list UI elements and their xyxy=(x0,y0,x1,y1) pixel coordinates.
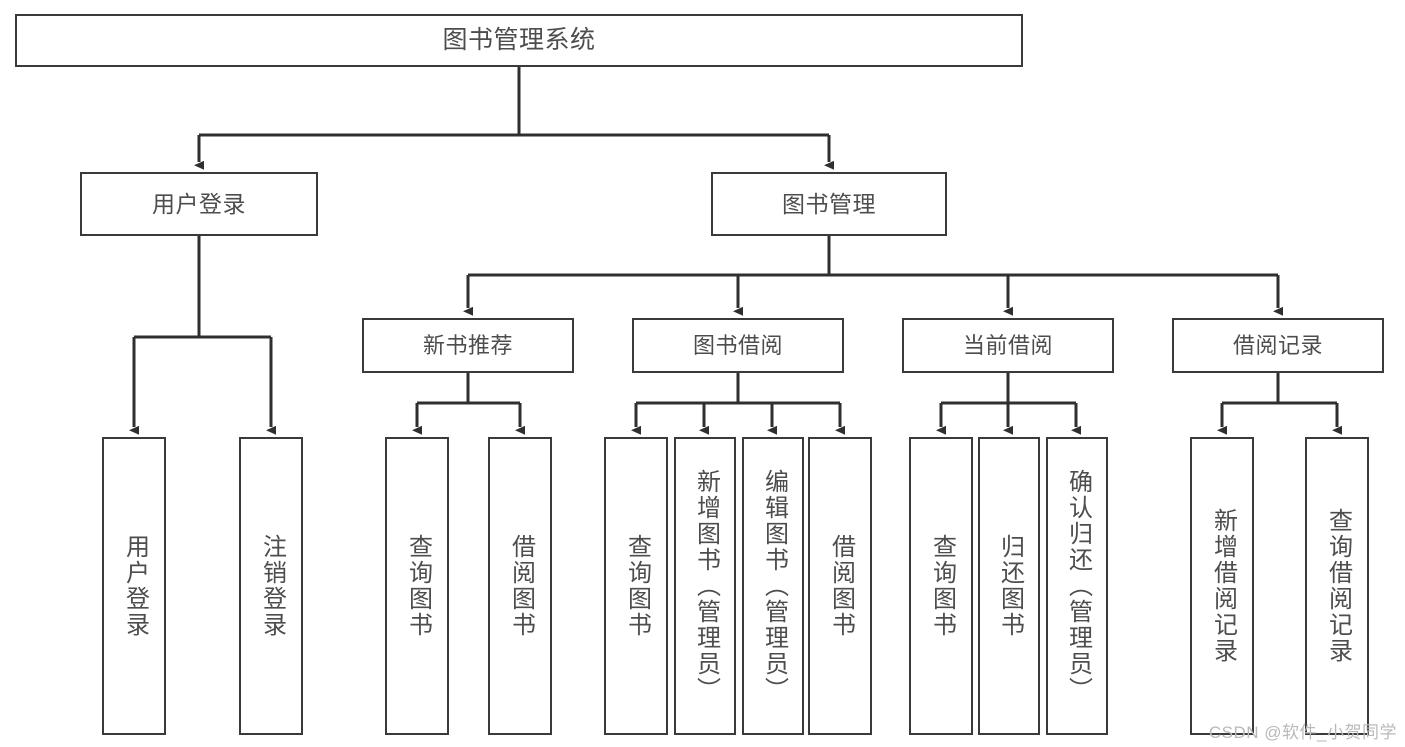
leaf-current-borrow-query[interactable]: 查询图书 xyxy=(909,437,973,735)
node-label: 查询图书 xyxy=(928,534,956,638)
leaf-book-borrow-add[interactable]: 新增图书（管理员） xyxy=(674,437,736,735)
node-label: 新书推荐 xyxy=(422,332,513,358)
node-label: 借阅图书 xyxy=(827,534,855,638)
leaf-new-book-borrow[interactable]: 借阅图书 xyxy=(488,437,552,735)
node-label: 借阅图书 xyxy=(507,534,535,638)
leaf-borrow-record-query[interactable]: 查询借阅记录 xyxy=(1305,437,1369,735)
node-label: 新增图书（管理员） xyxy=(692,469,720,703)
node-label: 当前借阅 xyxy=(962,332,1053,358)
node-label: 编辑图书（管理员） xyxy=(760,469,788,703)
node-label: 用户登录 xyxy=(121,534,149,638)
node-label: 图书管理系统 xyxy=(442,26,596,54)
leaf-book-borrow-edit[interactable]: 编辑图书（管理员） xyxy=(742,437,804,735)
leaf-book-borrow-query[interactable]: 查询图书 xyxy=(604,437,668,735)
leaf-user-login-logout[interactable]: 注销登录 xyxy=(239,437,303,735)
node-borrow-record[interactable]: 借阅记录 xyxy=(1172,318,1384,373)
node-book-borrow[interactable]: 图书借阅 xyxy=(632,318,844,373)
node-label: 查询借阅记录 xyxy=(1324,508,1352,664)
leaf-current-borrow-confirm-return[interactable]: 确认归还（管理员） xyxy=(1046,437,1108,735)
node-label: 借阅记录 xyxy=(1232,332,1323,358)
node-label: 确认归还（管理员） xyxy=(1064,469,1092,703)
csdn-watermark: CSDN @软件_小贺同学 xyxy=(1208,723,1397,742)
node-label: 注销登录 xyxy=(258,534,286,638)
leaf-new-book-query[interactable]: 查询图书 xyxy=(385,437,449,735)
node-label: 查询图书 xyxy=(404,534,432,638)
leaf-current-borrow-return[interactable]: 归还图书 xyxy=(978,437,1040,735)
node-label: 归还图书 xyxy=(996,534,1024,638)
node-label: 用户登录 xyxy=(152,190,246,217)
node-book-management[interactable]: 图书管理 xyxy=(711,172,947,236)
node-label: 新增借阅记录 xyxy=(1209,508,1237,664)
node-label: 图书借阅 xyxy=(692,332,783,358)
node-root-system[interactable]: 图书管理系统 xyxy=(15,14,1023,67)
node-current-borrow[interactable]: 当前借阅 xyxy=(902,318,1114,373)
node-new-book-recommend[interactable]: 新书推荐 xyxy=(362,318,574,373)
leaf-book-borrow-borrow[interactable]: 借阅图书 xyxy=(808,437,872,735)
node-label: 图书管理 xyxy=(782,190,876,217)
node-label: 查询图书 xyxy=(623,534,651,638)
leaf-user-login-login[interactable]: 用户登录 xyxy=(102,437,166,735)
node-user-login[interactable]: 用户登录 xyxy=(80,172,318,236)
leaf-borrow-record-add[interactable]: 新增借阅记录 xyxy=(1190,437,1254,735)
